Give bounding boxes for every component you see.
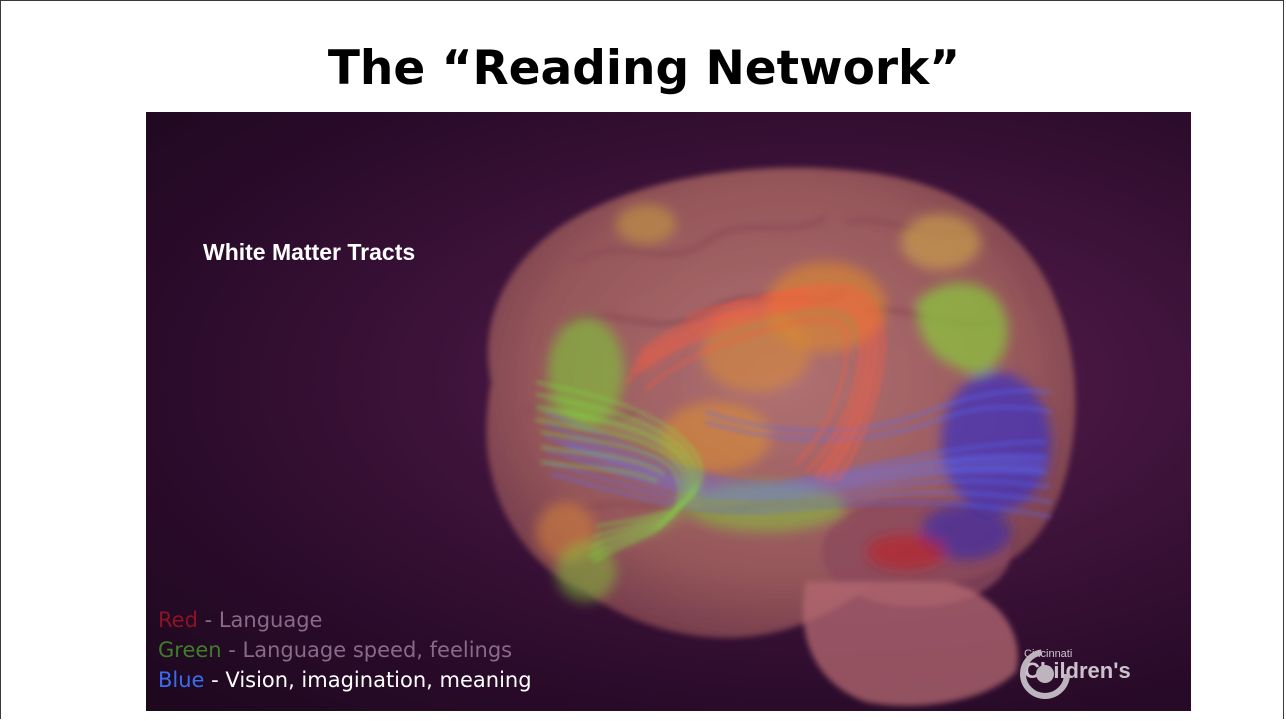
logo-small-text: Cincinnati — [1024, 648, 1073, 660]
legend-description: - Vision, imagination, meaning — [204, 668, 532, 692]
legend-description: - Language — [197, 608, 323, 632]
childrens-logo-icon — [1020, 649, 1070, 699]
legend-description: - Language speed, feelings — [221, 638, 513, 662]
tracts-heading: White Matter Tracts — [203, 239, 416, 265]
legend-color-word: Blue — [158, 668, 205, 692]
brain-illustration — [486, 167, 1076, 706]
brain-regions — [536, 204, 1051, 602]
tract-legend: Red - Language Green - Language speed, f… — [158, 605, 532, 695]
legend-row-blue: Blue - Vision, imagination, meaning — [158, 665, 532, 695]
legend-color-word: Green — [158, 638, 222, 662]
legend-color-word: Red — [158, 608, 198, 632]
legend-row-red: Red - Language — [158, 605, 532, 635]
legend-row-green: Green - Language speed, feelings — [158, 635, 532, 665]
slide-title: The “Reading Network” — [327, 41, 961, 96]
brain-image: White Matter Tracts Red - Language Green… — [146, 112, 1191, 711]
cincinnati-childrens-logo: Cincinnati Children's — [1020, 648, 1131, 699]
